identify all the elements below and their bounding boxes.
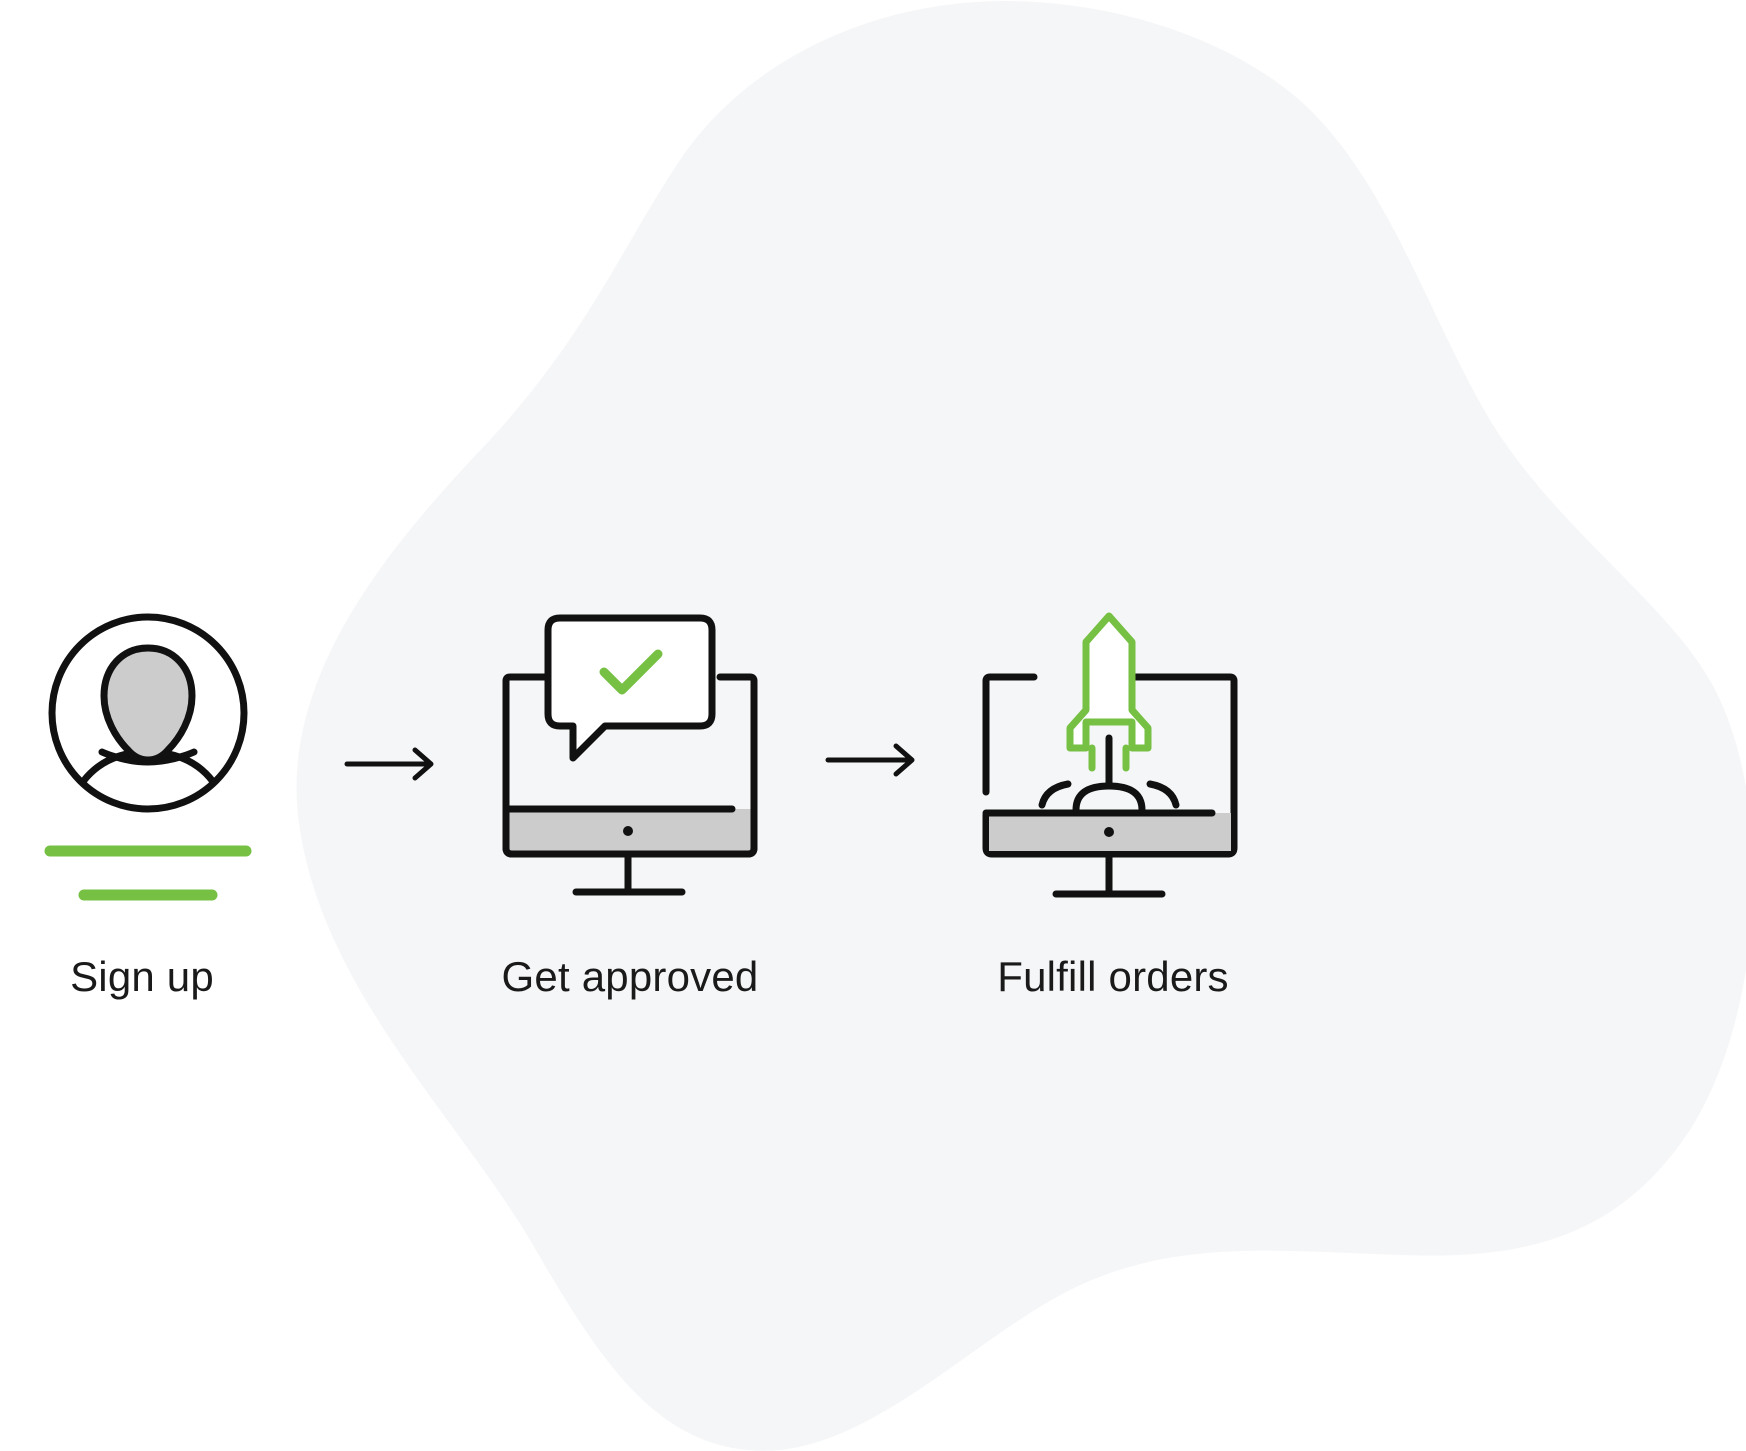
monitor-rocket-icon bbox=[982, 612, 1238, 898]
arrow-right-icon bbox=[344, 747, 434, 781]
user-avatar-icon bbox=[44, 613, 252, 901]
monitor-checkmark-icon bbox=[502, 614, 758, 896]
step-label-get-approved: Get approved bbox=[501, 953, 759, 1000]
step-label-fulfill-orders: Fulfill orders bbox=[997, 953, 1229, 1000]
arrow-right-icon bbox=[825, 743, 915, 777]
step-label-sign-up: Sign up bbox=[70, 953, 214, 1000]
